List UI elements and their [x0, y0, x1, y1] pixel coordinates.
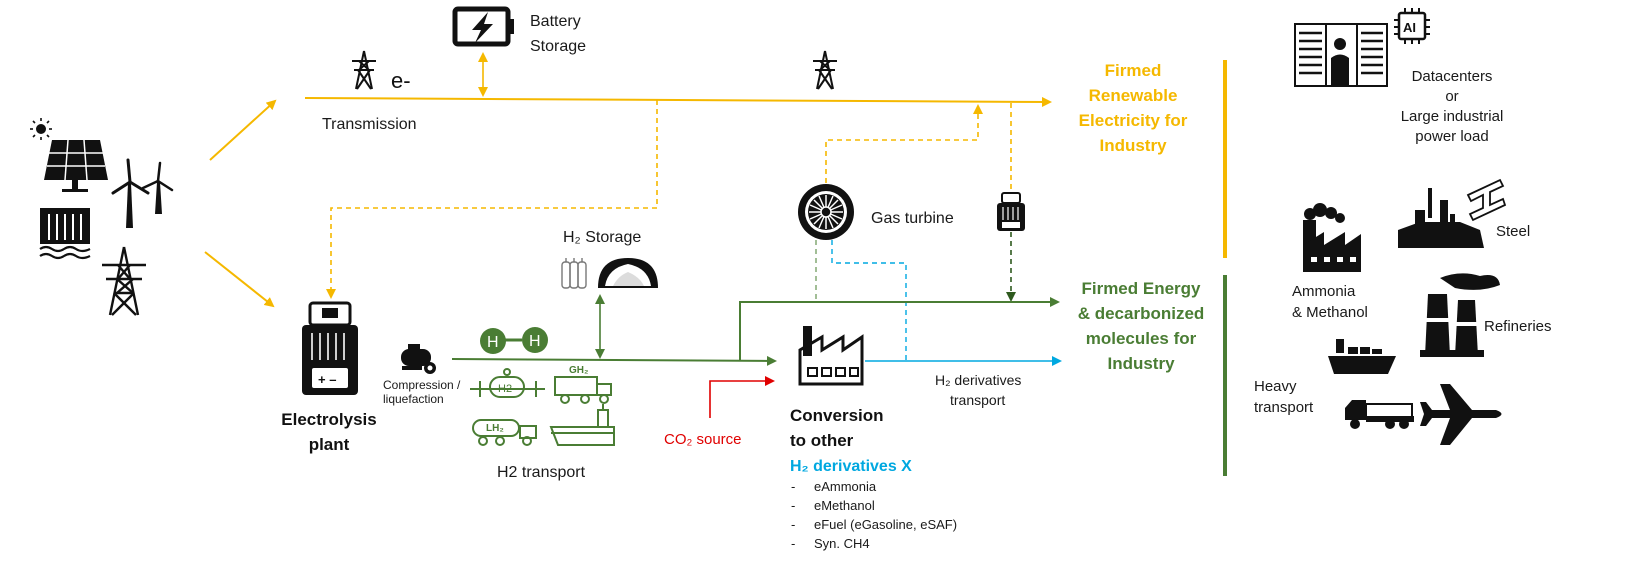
arrow-sources-to-transmission: [209, 99, 277, 161]
battery-label-line1: Battery: [530, 13, 581, 30]
firmed-energy-line3: molecules for: [1086, 329, 1197, 348]
steel-beam-icon: [1466, 178, 1507, 222]
h2-main-line: [451, 355, 777, 366]
heavy-transport-line2: transport: [1254, 399, 1314, 416]
underground-cavern-icon: [598, 258, 658, 288]
derivative-item-3: eFuel (eGasoline, eSAF): [814, 517, 957, 532]
transmission-label: Transmission: [322, 116, 417, 133]
flow-lines: [204, 52, 1227, 476]
electrolysis-label-line1: Electrolysis: [281, 410, 376, 429]
gh2-label: GH₂: [569, 365, 588, 376]
truck-icon: [1345, 400, 1414, 429]
derivatives-transport-line1: H₂ derivatives: [935, 372, 1021, 388]
compression-label-line2: liquefaction: [383, 392, 444, 406]
electrolysis-label-line2: plant: [309, 435, 350, 454]
svg-text:+ –: + –: [318, 372, 336, 387]
firmed-energy-line2: & decarbonized: [1078, 304, 1205, 323]
datacenters-line2: or: [1445, 88, 1458, 105]
conversion-label-line1: Conversion: [790, 406, 884, 425]
cargo-ship-icon: [1328, 339, 1396, 374]
fuel-cell-icon: [997, 192, 1025, 231]
svg-text:-: -: [791, 479, 795, 494]
ammonia-factory-icon: [1303, 203, 1361, 272]
heavy-transport-line1: Heavy: [1254, 378, 1297, 395]
h2-pipe-label: H2: [498, 383, 512, 395]
steel-plant-icon: [1398, 188, 1484, 248]
co2-arrow: [709, 376, 775, 418]
lh2-label: LH₂: [486, 423, 504, 434]
derivative-item-2: eMethanol: [814, 498, 875, 513]
steel-label: Steel: [1496, 223, 1530, 240]
power-pylon-icon: [102, 246, 146, 316]
datacenter-icon: [1294, 23, 1388, 87]
firmed-electricity-line2: Renewable: [1089, 86, 1178, 105]
h2-ship-icon: [549, 404, 615, 446]
gas-turbine-label: Gas turbine: [871, 210, 954, 227]
compressor-icon: [401, 344, 436, 374]
h-atom-label-2: H: [529, 333, 541, 350]
datacenters-line1: Datacenters: [1412, 68, 1493, 85]
gas-cylinders-icon: [561, 258, 587, 289]
ammonia-label-line1: Ammonia: [1292, 283, 1356, 300]
svg-text:-: -: [791, 517, 795, 532]
solar-panel-icon: [44, 139, 108, 192]
gh2-truck-icon: GH₂: [554, 365, 612, 404]
datacenters-line4: power load: [1415, 128, 1488, 145]
derivatives-list: - eAmmonia - eMethanol - eFuel (eGasolin…: [791, 479, 957, 551]
electrolyzer-icon: + –: [302, 301, 358, 395]
h2-pipeline-icon: H2: [470, 368, 545, 398]
hydro-dam-icon: [39, 208, 91, 260]
derivative-item-4: Syn. CH4: [814, 536, 870, 551]
dashed-turbine-to-electricity: [825, 104, 983, 183]
h2-derivatives-label: H₂ derivatives X: [790, 458, 912, 475]
compression-label-line1: Compression /: [383, 378, 461, 392]
battery-icon: [452, 6, 514, 47]
firmed-electricity-line1: Firmed: [1105, 61, 1162, 80]
gas-turbine-icon: [798, 184, 854, 240]
derivative-item-1: eAmmonia: [814, 479, 877, 494]
airplane-icon: [1420, 384, 1502, 445]
electron-label: e-: [391, 68, 411, 93]
sun-icon: [30, 118, 52, 140]
transmission-pylon-icon: [352, 50, 376, 90]
h-atom-label-1: H: [487, 334, 499, 351]
firmed-energy-line1: Firmed Energy: [1081, 279, 1201, 298]
dashed-transmission-to-electrolysis: [326, 100, 658, 299]
battery-label-line2: Storage: [530, 38, 586, 55]
arrow-sources-to-electrolysis: [204, 251, 275, 308]
co2-source-label: CO₂ source: [664, 431, 742, 448]
firmed-electricity-line4: Industry: [1099, 136, 1167, 155]
transmission-line: [304, 96, 1052, 107]
svg-text:-: -: [791, 498, 795, 513]
dashed-turbine-to-derivatives: [831, 240, 907, 360]
datacenters-line3: Large industrial: [1401, 108, 1504, 125]
h2-transport-label: H2 transport: [497, 464, 586, 481]
h2-molecule-icon: H H: [480, 327, 548, 354]
lh2-truck-icon: LH₂: [472, 419, 537, 446]
derivatives-transport-line2: transport: [950, 392, 1005, 408]
firmed-electricity-line3: Electricity for: [1079, 111, 1188, 130]
conversion-factory-icon: [798, 326, 864, 386]
firmed-energy-line4: Industry: [1107, 354, 1175, 373]
ai-chip-label: AI: [1403, 20, 1416, 35]
wind-turbine-icon: [111, 158, 174, 228]
refinery-icon: [1420, 273, 1500, 357]
transmission-pylon-icon-2: [813, 50, 837, 90]
ai-chip-icon: AI: [1394, 8, 1430, 44]
svg-text:-: -: [791, 536, 795, 551]
h2-storage-label: H₂ Storage: [563, 229, 641, 246]
conversion-label-line2: to other: [790, 431, 854, 450]
green-branch-to-firmed-energy: [739, 297, 1060, 360]
ammonia-label-line2: & Methanol: [1292, 304, 1368, 321]
refineries-label: Refineries: [1484, 318, 1552, 335]
